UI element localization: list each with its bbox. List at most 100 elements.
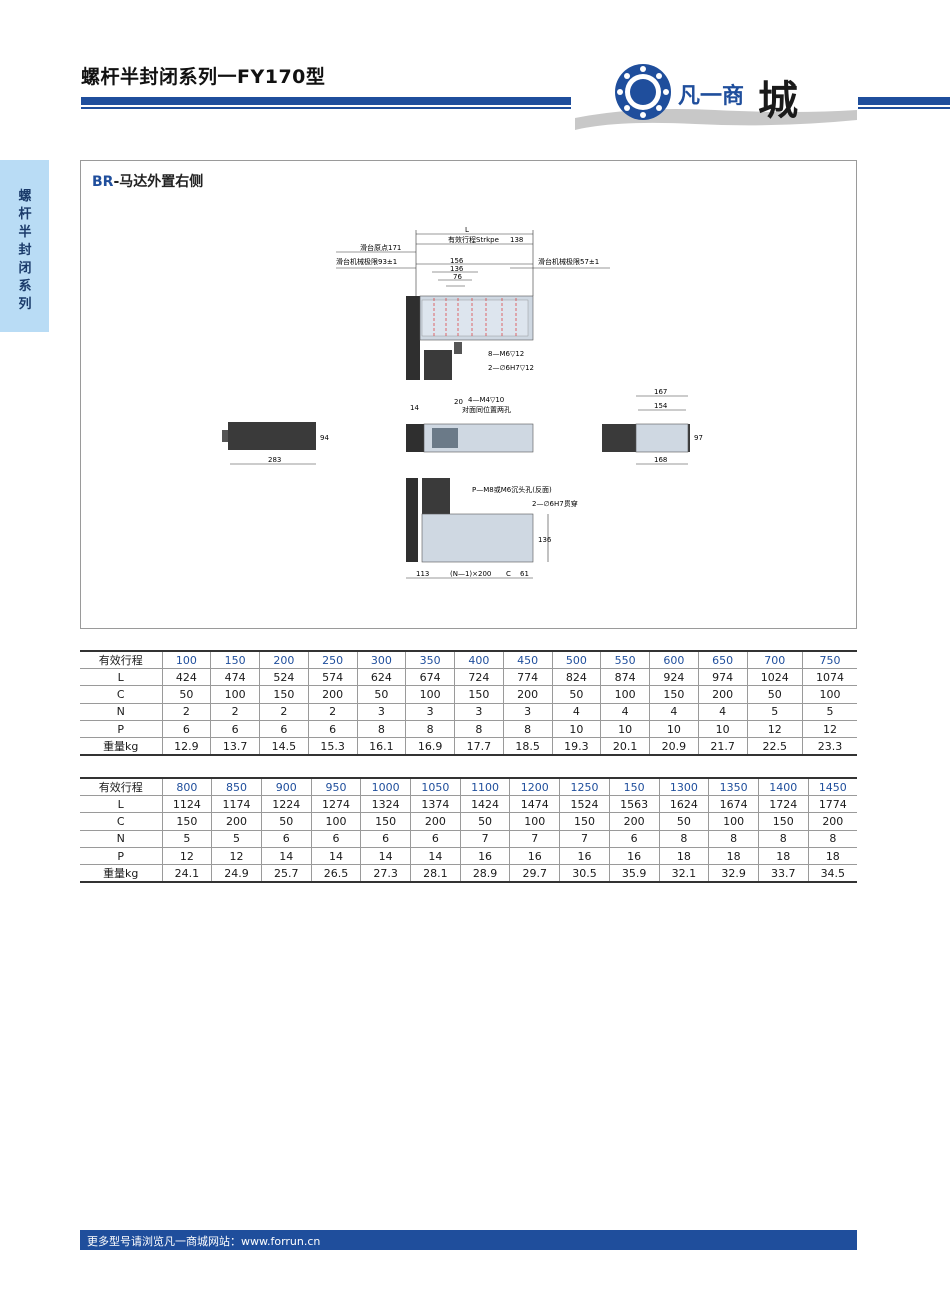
row-header-cell: 有效行程 <box>80 777 163 796</box>
table-cell: 8 <box>356 719 407 739</box>
table-cell: 650 <box>697 650 748 669</box>
table-cell: 50 <box>551 685 602 704</box>
label-p-m8: P—M8或M6沉头孔(反面) <box>472 485 552 494</box>
dim-113: 113 <box>416 570 429 578</box>
table-cell: 4 <box>697 702 748 721</box>
table-cell: 100 <box>405 685 455 704</box>
table-cell: 20.1 <box>600 737 650 757</box>
table-cell: 200 <box>259 650 309 669</box>
footer-bar <box>80 1230 857 1250</box>
row-header-cell: N <box>80 702 163 721</box>
table-cell: 450 <box>502 650 553 669</box>
table-cell: 424 <box>161 667 212 687</box>
row-header-cell: 有效行程 <box>80 650 163 669</box>
table-cell: 50 <box>658 812 710 831</box>
dim-156: 156 <box>450 257 464 265</box>
table-cell: 924 <box>649 667 699 687</box>
table-cell: 18 <box>658 846 710 866</box>
table-cell: 8 <box>454 719 504 739</box>
table-cell: 6 <box>210 719 260 739</box>
table-cell: 1024 <box>746 667 803 687</box>
header-bar-left <box>81 97 571 105</box>
page-title: 螺杆半封闭系列一FY170型 <box>81 66 326 88</box>
label-limit-right: 滑台机械极限57±1 <box>538 257 599 266</box>
table-cell: 150 <box>559 812 610 831</box>
table-cell: 6 <box>360 829 412 848</box>
table-cell: 1000 <box>360 777 412 796</box>
table-cell: 100 <box>210 685 260 704</box>
table-cell: 19.3 <box>551 737 602 757</box>
dim-97: 97 <box>694 434 703 442</box>
table-cell: 26.5 <box>310 864 362 884</box>
table-cell: 550 <box>600 650 650 669</box>
dim-14: 14 <box>410 404 419 412</box>
label-stroke: 有效行程Strkpe <box>448 235 499 244</box>
side-tab <box>0 160 49 332</box>
table-cell: 1300 <box>658 777 710 796</box>
logo-brand-text: 凡一商 <box>678 84 745 109</box>
row-header-cell: P <box>80 846 163 866</box>
table-cell: 1250 <box>559 777 610 796</box>
table-cell: 1774 <box>807 794 857 814</box>
table-cell: 200 <box>502 685 553 704</box>
table-cell: 16.1 <box>356 737 407 757</box>
table-cell: 874 <box>600 667 650 687</box>
table-cell: 100 <box>708 812 759 831</box>
table-cell: 850 <box>211 777 262 796</box>
table-cell: 200 <box>697 685 748 704</box>
table-cell: 8 <box>658 829 710 848</box>
dim-168: 168 <box>654 456 667 464</box>
table-cell: 400 <box>454 650 504 669</box>
table-cell: 1124 <box>161 794 213 814</box>
table-cell: 10 <box>649 719 699 739</box>
table-cell: 17.7 <box>454 737 504 757</box>
table-cell: 20.9 <box>649 737 699 757</box>
table-cell: 29.7 <box>509 864 561 884</box>
table-cell: 100 <box>509 812 561 831</box>
table-cell: 8 <box>708 829 759 848</box>
table-cell: 18 <box>757 846 809 866</box>
table-cell: 100 <box>310 812 362 831</box>
table-cell: 5 <box>746 702 803 721</box>
table-cell: 21.7 <box>697 737 748 757</box>
table-cell: 724 <box>454 667 504 687</box>
table-cell: 16 <box>608 846 660 866</box>
header-bar-right <box>858 97 950 105</box>
table-cell: 1450 <box>807 777 857 796</box>
table-cell: 18.5 <box>502 737 553 757</box>
table-cell: 24.1 <box>161 864 213 884</box>
table-cell: 1074 <box>801 667 857 687</box>
table-cell: 16 <box>559 846 610 866</box>
table-cell: 350 <box>405 650 455 669</box>
table-cell: 250 <box>307 650 358 669</box>
table-cell: 2 <box>307 702 358 721</box>
table-cell: 12 <box>801 719 857 739</box>
table-cell: 50 <box>260 812 312 831</box>
table-cell: 200 <box>410 812 461 831</box>
dim-c: C <box>506 570 511 578</box>
logo-brand-char: 城 <box>758 77 798 124</box>
table-cell: 15.3 <box>307 737 358 757</box>
table-cell: 4 <box>649 702 699 721</box>
table-cell: 100 <box>161 650 212 669</box>
table-cell: 700 <box>746 650 803 669</box>
table-cell: 13.7 <box>210 737 260 757</box>
table-cell: 200 <box>807 812 857 831</box>
table-cell: 10 <box>600 719 650 739</box>
table-cell: 474 <box>210 667 260 687</box>
label-m4-note: 对面同位置两孔 <box>462 405 511 414</box>
table-cell: 100 <box>801 685 857 704</box>
table-cell: 22.5 <box>746 737 803 757</box>
table-cell: 750 <box>801 650 857 669</box>
table-cell: 1374 <box>410 794 461 814</box>
table-cell: 8 <box>405 719 455 739</box>
row-header-cell: 重量kg <box>80 864 163 884</box>
table-cell: 150 <box>454 685 504 704</box>
row-header-cell: L <box>80 667 163 687</box>
